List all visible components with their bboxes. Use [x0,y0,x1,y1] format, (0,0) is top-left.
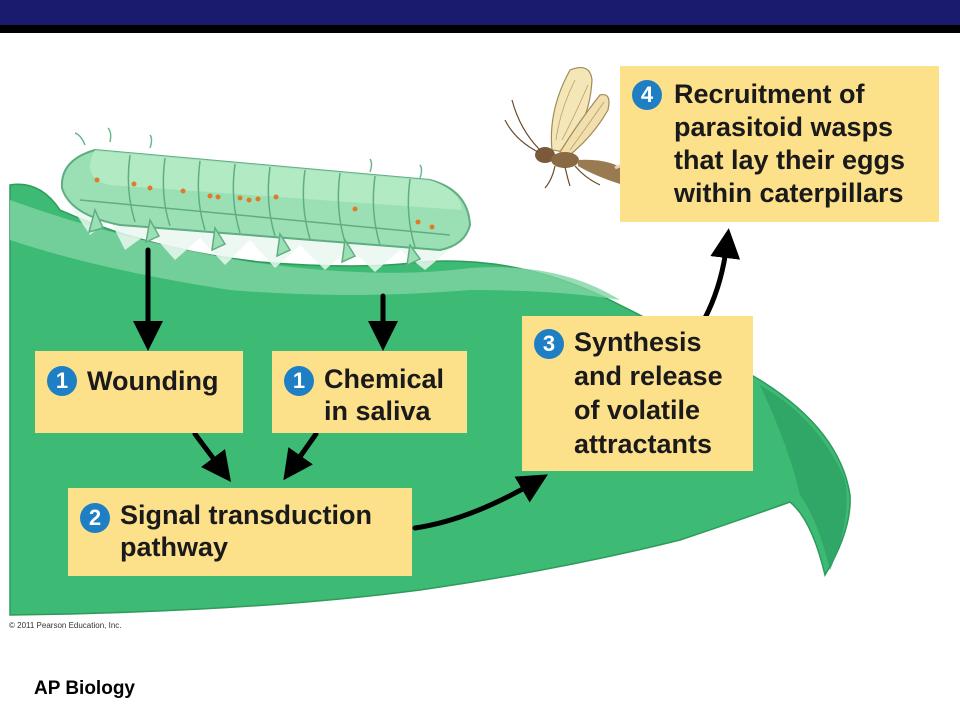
parasitoid-wasp [504,67,656,191]
step-number-badge: 4 [632,80,662,110]
synthesis-box: 3 Synthesis and release of volatile attr… [522,316,753,471]
chemical-label-line1: Chemical [324,364,445,394]
recruitment-label-line4: within caterpillars [674,178,904,208]
arrow-chemical-to-signal [283,431,319,481]
signal-label-line1: Signal transduction [120,500,373,530]
caterpillar [60,127,472,267]
recruitment-label-line3: that lay their eggs [674,145,906,175]
leaf-curl [760,385,847,570]
recruitment-label-line2: parasitoid wasps [674,112,894,142]
synthesis-label-line3: of volatile [574,395,701,425]
signal-transduction-box: 2 Signal transduction pathway [68,488,412,576]
arrow-wounding-to-signal [192,431,231,482]
step-number-badge: 3 [534,329,564,359]
leaf-highlight [10,200,620,300]
signal-label-line2: pathway [120,532,229,562]
arrow-signal-to-synthesis [412,474,548,531]
footer-course-title: AP Biology [34,678,135,699]
copyright-notice: © 2011 Pearson Education, Inc. [9,621,122,630]
arrow-synthesis-to-recruitment [702,228,741,321]
recruitment-label-line1: Recruitment of [674,79,865,109]
step-number-badge: 2 [80,503,110,533]
recruitment-box: 4 Recruitment of parasitoid wasps that l… [620,66,939,222]
wounding-label: Wounding [87,366,219,396]
synthesis-label-line2: and release [574,361,723,391]
header-rule [0,25,960,33]
wounding-box: 1 Wounding [35,351,243,433]
chemical-in-saliva-box: 1 Chemical in saliva [272,351,467,433]
chemical-label-line2: in saliva [324,396,431,426]
synthesis-label-line1: Synthesis [574,327,702,357]
step-number-badge: 1 [284,366,314,396]
header-bar [0,0,960,25]
synthesis-label-line4: attractants [574,429,713,459]
step-number-badge: 1 [47,366,77,396]
